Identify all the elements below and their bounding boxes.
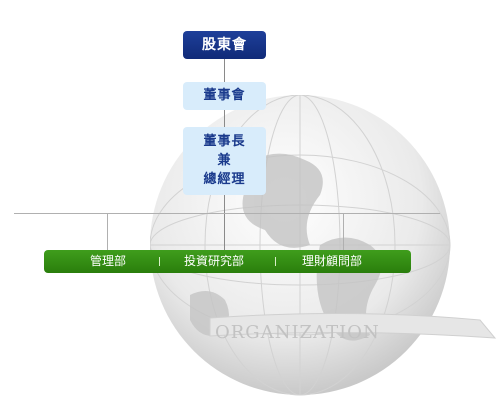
separator bbox=[159, 257, 160, 266]
departments-bar: 管理部 投資研究部 理財顧問部 bbox=[44, 250, 411, 273]
horizontal-connector bbox=[14, 213, 440, 214]
board-node: 董事會 bbox=[183, 82, 266, 110]
chairman-line-1: 董事長 bbox=[203, 134, 246, 149]
chairman-node: 董事長 兼 總經理 bbox=[183, 127, 266, 195]
connector-chairman-depts bbox=[224, 195, 225, 250]
dept-investment-research[interactable]: 投資研究部 bbox=[184, 254, 245, 268]
chairman-line-3: 總經理 bbox=[203, 172, 246, 187]
dept-management[interactable]: 管理部 bbox=[90, 254, 127, 268]
connector-board-chairman bbox=[224, 110, 225, 127]
connector-shareholders-board bbox=[224, 59, 225, 82]
chairman-line-2: 兼 bbox=[217, 153, 232, 168]
connector-dept-1 bbox=[107, 213, 108, 250]
separator bbox=[275, 257, 276, 266]
shareholders-node: 股東會 bbox=[183, 31, 266, 59]
connector-dept-3 bbox=[343, 213, 344, 250]
dept-financial-advisory[interactable]: 理財顧問部 bbox=[302, 254, 363, 268]
organization-banner: ORGANIZATION bbox=[209, 312, 497, 343]
banner-text: ORGANIZATION bbox=[215, 322, 380, 343]
